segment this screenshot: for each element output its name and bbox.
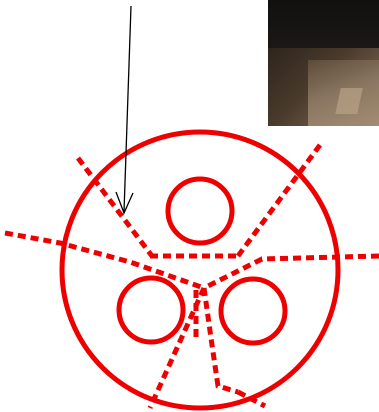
inner-circle-left bbox=[119, 278, 183, 342]
dashed-line-right bbox=[204, 256, 379, 288]
outer-circle bbox=[62, 132, 338, 408]
dashed-line-left bbox=[5, 233, 204, 288]
dashed-line-upper-left bbox=[78, 158, 152, 256]
inner-circle-right bbox=[221, 279, 285, 343]
pointer-arrow-shaft bbox=[124, 6, 131, 212]
dashed-line-upper-right bbox=[238, 145, 320, 256]
inner-circle-top bbox=[168, 179, 232, 243]
